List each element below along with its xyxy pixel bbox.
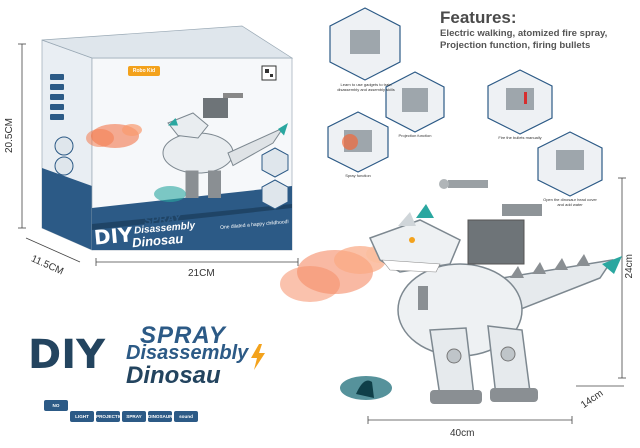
features-line-2: Projection function, firing bullets: [440, 40, 591, 51]
logo-dinosaur: Dinosau: [126, 362, 221, 389]
feature-pill: DINOSAUR: [148, 411, 173, 422]
feature-pill: NO ASSEMBLY: [44, 400, 69, 419]
features-description: Electric walking, atomized fire spray, P…: [440, 28, 636, 52]
hex-caption-learn: Learn to use gadgets to train disassembl…: [337, 82, 395, 92]
feature-pill: LIGHT: [70, 411, 94, 422]
logo-diy: DIY: [28, 332, 106, 378]
feature-pill: SPRAY: [122, 411, 146, 422]
toy-width-label: 40cm: [450, 428, 475, 439]
logo-disassembly: Disassembly: [126, 342, 249, 364]
features-line-1: Electric walking, atomized fire spray,: [440, 28, 608, 39]
dinosaur-toy: [280, 179, 622, 404]
feature-pill: PROJECTION: [96, 411, 126, 422]
features-title: Features:: [440, 8, 517, 27]
hex-caption-open: Open the dinosaur head cover and add wat…: [543, 197, 597, 207]
feature-hexagons: [327, 7, 603, 197]
product-logo: SPRAY Disassembly DIY Dinosau: [28, 322, 268, 392]
hex-caption-projection: Projection function: [398, 133, 432, 138]
box-width-label: 21CM: [188, 268, 215, 279]
box-height-label: 20.5CM: [4, 118, 15, 154]
hex-caption-fire: Fire the bullets manually: [498, 135, 542, 140]
logo-spray: SPRAY: [140, 322, 226, 349]
product-box: Robo Kid SPRAY Disassembly DIY Dinosau O…: [20, 18, 310, 268]
hex-caption-spray: Spray function: [345, 173, 371, 178]
logo-bolt-icon: [251, 344, 265, 370]
feature-pill: sound: [174, 411, 198, 422]
box-illustration: [41, 25, 294, 251]
box-brand-badge: Robo Kid: [128, 66, 160, 76]
spray-plume: [280, 245, 394, 302]
